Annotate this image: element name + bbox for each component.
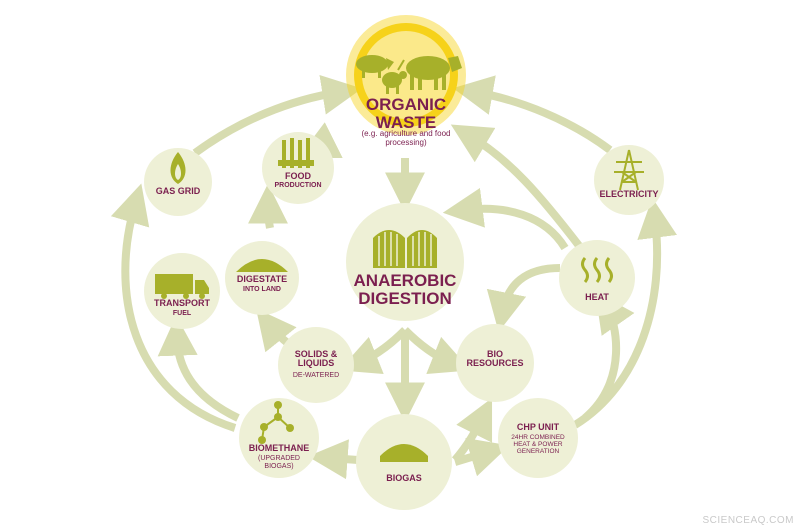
circle-digestate xyxy=(225,241,299,315)
anaerobic-digestion-title: ANAEROBIC DIGESTION xyxy=(353,271,457,308)
molecule-icon xyxy=(258,401,294,444)
circle-chp-unit xyxy=(498,398,578,478)
truck-icon xyxy=(155,274,209,299)
arrow-digestate-to-food xyxy=(248,183,289,229)
arrow-gasgrid-to-waste xyxy=(192,75,363,157)
arrow-biogas-to-biomethane xyxy=(307,439,359,480)
arrow-chp-to-heat xyxy=(582,291,635,422)
electricity-title: ELECTRICITY xyxy=(599,189,659,199)
wheat-icon xyxy=(278,138,314,168)
heat-title: HEAT xyxy=(585,292,609,302)
organic-waste-title: ORGANIC WASTE xyxy=(365,95,447,132)
food-subtitle: PRODUCTION xyxy=(274,182,322,189)
transport-subtitle: FUEL xyxy=(172,310,192,317)
arrow-electricity-to-waste xyxy=(452,75,613,154)
farm-animals-icon xyxy=(356,55,462,94)
pylon-icon xyxy=(614,149,644,191)
circle-bio-resources xyxy=(456,324,534,402)
arrow-heat-to-ad xyxy=(442,187,569,251)
circle-solids-liquids xyxy=(278,327,354,403)
arrow-heat-to-bio xyxy=(486,264,561,332)
heat-waves-icon xyxy=(581,257,613,283)
circle-biomethane xyxy=(239,398,319,478)
digestate-title: DIGESTATE xyxy=(236,274,288,284)
gas-grid-title: GAS GRID xyxy=(155,186,201,196)
node-circles xyxy=(144,132,664,510)
transport-title: TRANSPORT xyxy=(154,298,210,308)
biogas-title: BIOGAS xyxy=(386,473,422,483)
solids-liquids-subtitle: DE-WATERED xyxy=(292,372,340,379)
circle-electricity xyxy=(594,145,664,215)
soil-mound-icon xyxy=(236,259,288,272)
bio-resources-title: BIO RESOURCES xyxy=(466,349,524,369)
silos-icon xyxy=(373,230,437,268)
solids-liquids-title: SOLIDS & LIQUIDS xyxy=(294,349,338,369)
food-title: FOOD xyxy=(285,171,311,181)
watermark: SCIENCEAQ.COM xyxy=(702,515,794,526)
flame-icon xyxy=(170,152,186,184)
chp-unit-subtitle: 24HR COMBINED HEAT & POWER GENERATION xyxy=(511,434,565,456)
digestate-subtitle: INTO LAND xyxy=(243,286,281,293)
arrow-ad-to-solids xyxy=(339,327,408,375)
biomethane-subtitle: (UPGRADED BIOGAS) xyxy=(257,455,300,470)
arrow-heat-to-waste xyxy=(450,124,584,250)
arrow-biogas-to-chp xyxy=(453,437,510,477)
flow-arrows xyxy=(110,75,678,480)
gas-holder-icon xyxy=(380,444,428,462)
organic-waste-subtitle: (e.g. agriculture and food processing) xyxy=(361,129,451,147)
circle-heat xyxy=(559,240,635,316)
chp-unit-title: CHP UNIT xyxy=(516,422,560,432)
arrow-ad-to-bio xyxy=(402,327,471,375)
biomethane-title: BIOMETHANE xyxy=(248,443,310,453)
arrow-biomethane-to-transport xyxy=(157,315,240,422)
arrow-biomethane-to-gasgrid xyxy=(110,183,237,432)
